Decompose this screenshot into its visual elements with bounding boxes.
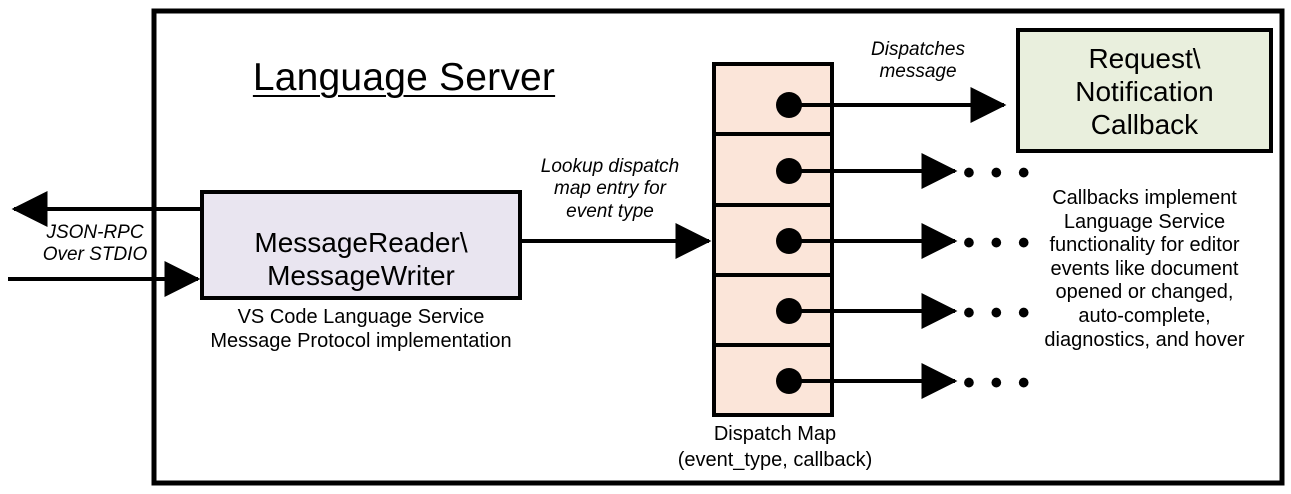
ellipsis-3: • • • <box>963 294 1033 332</box>
callback-caption: Callbacks implement Language Service fun… <box>1044 187 1245 351</box>
transport-edge-label: JSON-RPC Over STDIO <box>42 222 148 266</box>
callback-box-label: Request\ Notification Callback <box>1075 43 1214 141</box>
dispatch-edge-label: Dispatches message <box>871 39 965 83</box>
callback-box <box>1016 28 1273 153</box>
message-io-caption: VS Code Language Service Message Protoco… <box>210 306 512 352</box>
message-io-label: MessageReader\ MessageWriter <box>254 227 468 292</box>
ellipsis-1: • • • <box>963 154 1033 192</box>
ellipsis-2: • • • <box>963 224 1033 262</box>
dispatch-map-caption-line2: (event_type, callback) <box>677 449 873 471</box>
dispatch-map-caption-line1: Dispatch Map <box>713 423 837 445</box>
lookup-edge-label: Lookup dispatch map entry for event type <box>540 156 680 222</box>
message-io-box <box>200 190 522 300</box>
page-title: Language Server <box>252 56 556 99</box>
ellipsis-4: • • • <box>963 364 1033 402</box>
language-server-boundary <box>151 8 1285 486</box>
